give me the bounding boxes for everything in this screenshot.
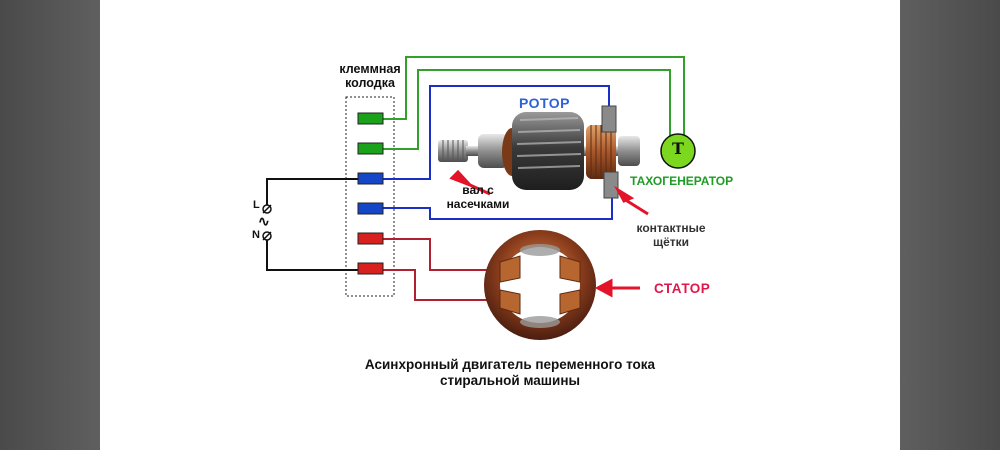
terminals [357,112,384,275]
image-panel [100,0,900,450]
brushes-label: контактные щётки [628,221,714,249]
red-wires [383,238,500,301]
right-dark-margin [900,0,1000,450]
tachogenerator-label: ТАХОГЕНЕРАТОР [630,174,734,188]
terminal-tachogenerator-2 [357,142,384,155]
terminal-rotor-3 [357,172,384,185]
pointer-arrows [449,169,649,298]
stator-illustration [484,230,596,340]
rotor-illustration [438,112,640,190]
neutral-label: N [252,229,260,241]
power-wires [266,178,358,271]
shaft-label-line2: насечками [446,197,510,211]
ac-symbol: ∿ [258,213,270,229]
rotor-core [512,112,584,190]
tachogenerator-symbol [660,133,696,169]
rotor-bearing [478,134,508,168]
shaft-label-line1: вал с [462,183,494,197]
brush-top [601,105,617,133]
rear-bearing [618,136,640,166]
tachogenerator-letter: T [672,139,684,158]
power-plug-symbol [262,204,272,241]
diagram-caption: Асинхронный двигатель переменного тока с… [300,357,720,389]
blue-wires [383,85,613,220]
stator-label: СТАТОР [654,281,711,296]
brush-bottom [603,171,619,199]
caption-line1: Асинхронный двигатель переменного тока [364,357,656,372]
caption-line2: стиральной машины [439,373,581,388]
brushes-label-line2: щётки [652,235,690,249]
terminal-stator-5 [357,232,384,245]
terminal-block-outline [345,96,395,297]
line-phase-label: L [253,199,260,211]
terminal-block-label-line2: колодка [345,76,395,90]
terminal-rotor-4 [357,202,384,215]
terminal-block-label-line1: клеммная [339,62,401,76]
terminal-tachogenerator-1 [357,112,384,125]
rotor-label: РОТОР [519,95,570,111]
shaft-label: вал с насечками [443,183,513,211]
terminal-block-label: клеммная колодка [330,62,410,90]
brushes-label-line1: контактные [636,221,706,235]
left-dark-margin [0,0,100,450]
terminal-stator-6 [357,262,384,275]
